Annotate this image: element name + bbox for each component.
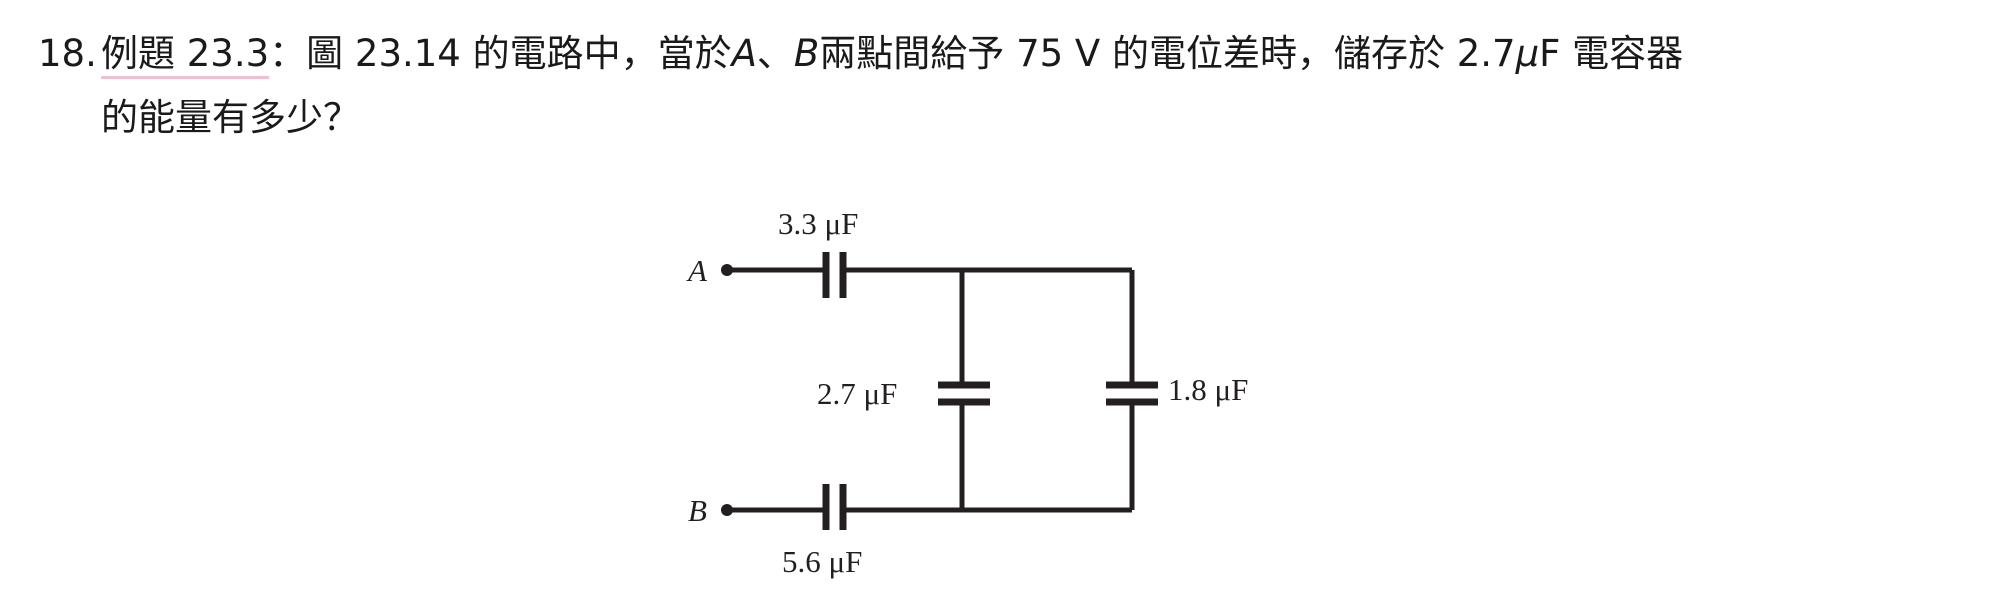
question-colon: ： — [269, 32, 307, 75]
capacitor-5-6-label: 5.6 μF — [782, 544, 862, 579]
terminal-b-dot — [721, 504, 733, 516]
question-line-2: 的能量有多少？ — [38, 86, 1978, 150]
node-b-label: B — [793, 32, 820, 75]
question-text-part3: F 電容器 — [1539, 32, 1684, 75]
question-number: 18. — [38, 32, 97, 75]
terminal-b-label: B — [688, 493, 707, 528]
capacitor-2-7-label: 2.7 μF — [817, 376, 897, 411]
mu-symbol: μ — [1515, 32, 1540, 75]
question-text-part2: 兩點間給予 75 V 的電位差時，儲存於 2.7 — [819, 32, 1516, 75]
terminal-a-label: A — [686, 253, 708, 288]
question-line-1: 18. 例題 23.3 ： 圖 23.14 的電路中，當於 A 、 B 兩點間給… — [38, 22, 1978, 86]
terminal-a-dot — [721, 264, 733, 276]
question-text-line2: 的能量有多少？ — [101, 96, 360, 139]
question-block: 18. 例題 23.3 ： 圖 23.14 的電路中，當於 A 、 B 兩點間給… — [38, 22, 1978, 150]
capacitor-3-3-label: 3.3 μF — [778, 206, 858, 241]
question-separator: 、 — [756, 32, 794, 75]
question-text-part1: 圖 23.14 的電路中，當於 — [306, 32, 732, 75]
capacitor-1-8-label: 1.8 μF — [1168, 372, 1248, 407]
example-reference-link[interactable]: 例題 23.3 — [101, 32, 270, 75]
node-a-label: A — [731, 32, 757, 75]
